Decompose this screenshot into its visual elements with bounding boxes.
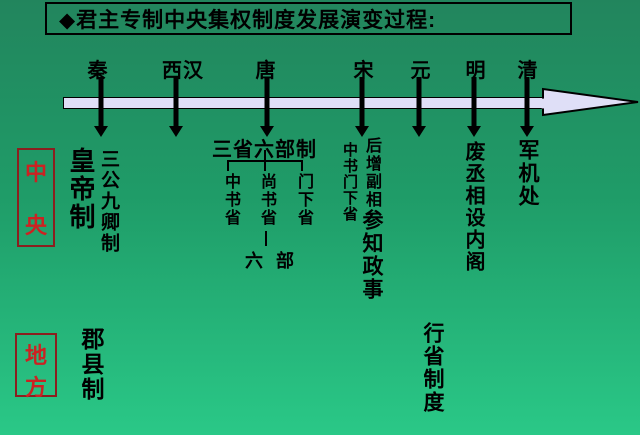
annotation-shangshu-sheng: 尚书省 — [258, 173, 275, 227]
row-label-central-char2: 央 — [24, 213, 47, 238]
row-label-local-char2: 方 — [24, 375, 47, 400]
down-arrow-xihan-shaft — [173, 77, 179, 126]
dynasty-label-qing: 清 — [517, 60, 539, 82]
annotation-six-ministries: 六 部 — [245, 251, 299, 271]
dynasty-label-ming: 明 — [465, 60, 487, 82]
bracket-top-stub — [264, 150, 266, 162]
down-arrow-qing-icon — [520, 126, 534, 137]
annotation-grand-council: 军机处 — [516, 139, 539, 208]
dynasty-label-tang: 唐 — [255, 60, 277, 82]
down-arrow-song-icon — [355, 126, 369, 137]
row-label-local-char1: 地 — [24, 343, 47, 368]
annotation-abolish-chancellor-cabinet: 废丞相设内阁 — [462, 141, 484, 273]
down-arrow-qin-icon — [94, 126, 108, 137]
timeline-right-arrow-icon — [541, 87, 639, 117]
down-arrow-yuan-shaft — [416, 77, 422, 126]
annotation-three-dukes-nine-ministers: 三公九卿制 — [98, 149, 119, 254]
row-label-local: 地 方 — [15, 333, 57, 400]
down-arrow-ming-icon — [467, 126, 481, 137]
row-label-central-char1: 中 — [24, 160, 47, 185]
down-arrow-yuan-icon — [412, 126, 426, 137]
page-title: ◆君主专制中央集权制度发展演变过程: — [59, 8, 437, 32]
annotation-commandery-county-system: 郡县制 — [78, 327, 104, 402]
annotation-vice-councillor-part2: 参知政事 — [360, 209, 383, 301]
annotation-provincial-system: 行省制度 — [421, 322, 444, 414]
annotation-menxia-sheng: 门下省 — [295, 173, 312, 227]
dynasty-label-qin: 秦 — [87, 60, 109, 82]
down-arrow-ming-shaft — [471, 77, 477, 126]
bracket-right-stub — [301, 160, 303, 171]
annotation-zhongshu-sheng: 中书省 — [222, 173, 239, 227]
bracket-middle-stub — [264, 160, 266, 171]
dynasty-label-xihan: 西汉 — [162, 60, 204, 82]
annotation-vice-councillor-part1: 后增副相 — [363, 137, 380, 209]
dynasty-label-song: 宋 — [353, 60, 375, 82]
down-arrow-tang-icon — [260, 126, 274, 137]
six-ministries-connector-line — [265, 231, 267, 246]
down-arrow-tang-shaft — [264, 77, 270, 126]
row-label-central: 中 央 — [17, 148, 55, 247]
dynasty-label-yuan: 元 — [410, 60, 432, 82]
down-arrow-xihan-icon — [169, 126, 183, 137]
title-box: ◆君主专制中央集权制度发展演变过程: — [45, 2, 572, 35]
bracket-left-stub — [227, 160, 229, 171]
annotation-emperor-system: 皇帝制 — [66, 147, 96, 231]
down-arrow-song-shaft — [359, 77, 365, 126]
down-arrow-qing-shaft — [524, 77, 530, 126]
annotation-zhongshu-menxia: 中书门下省 — [341, 142, 358, 222]
annotation-vice-councillor: 后增副相参知政事 — [360, 137, 383, 301]
down-arrow-qin-shaft — [98, 77, 104, 126]
